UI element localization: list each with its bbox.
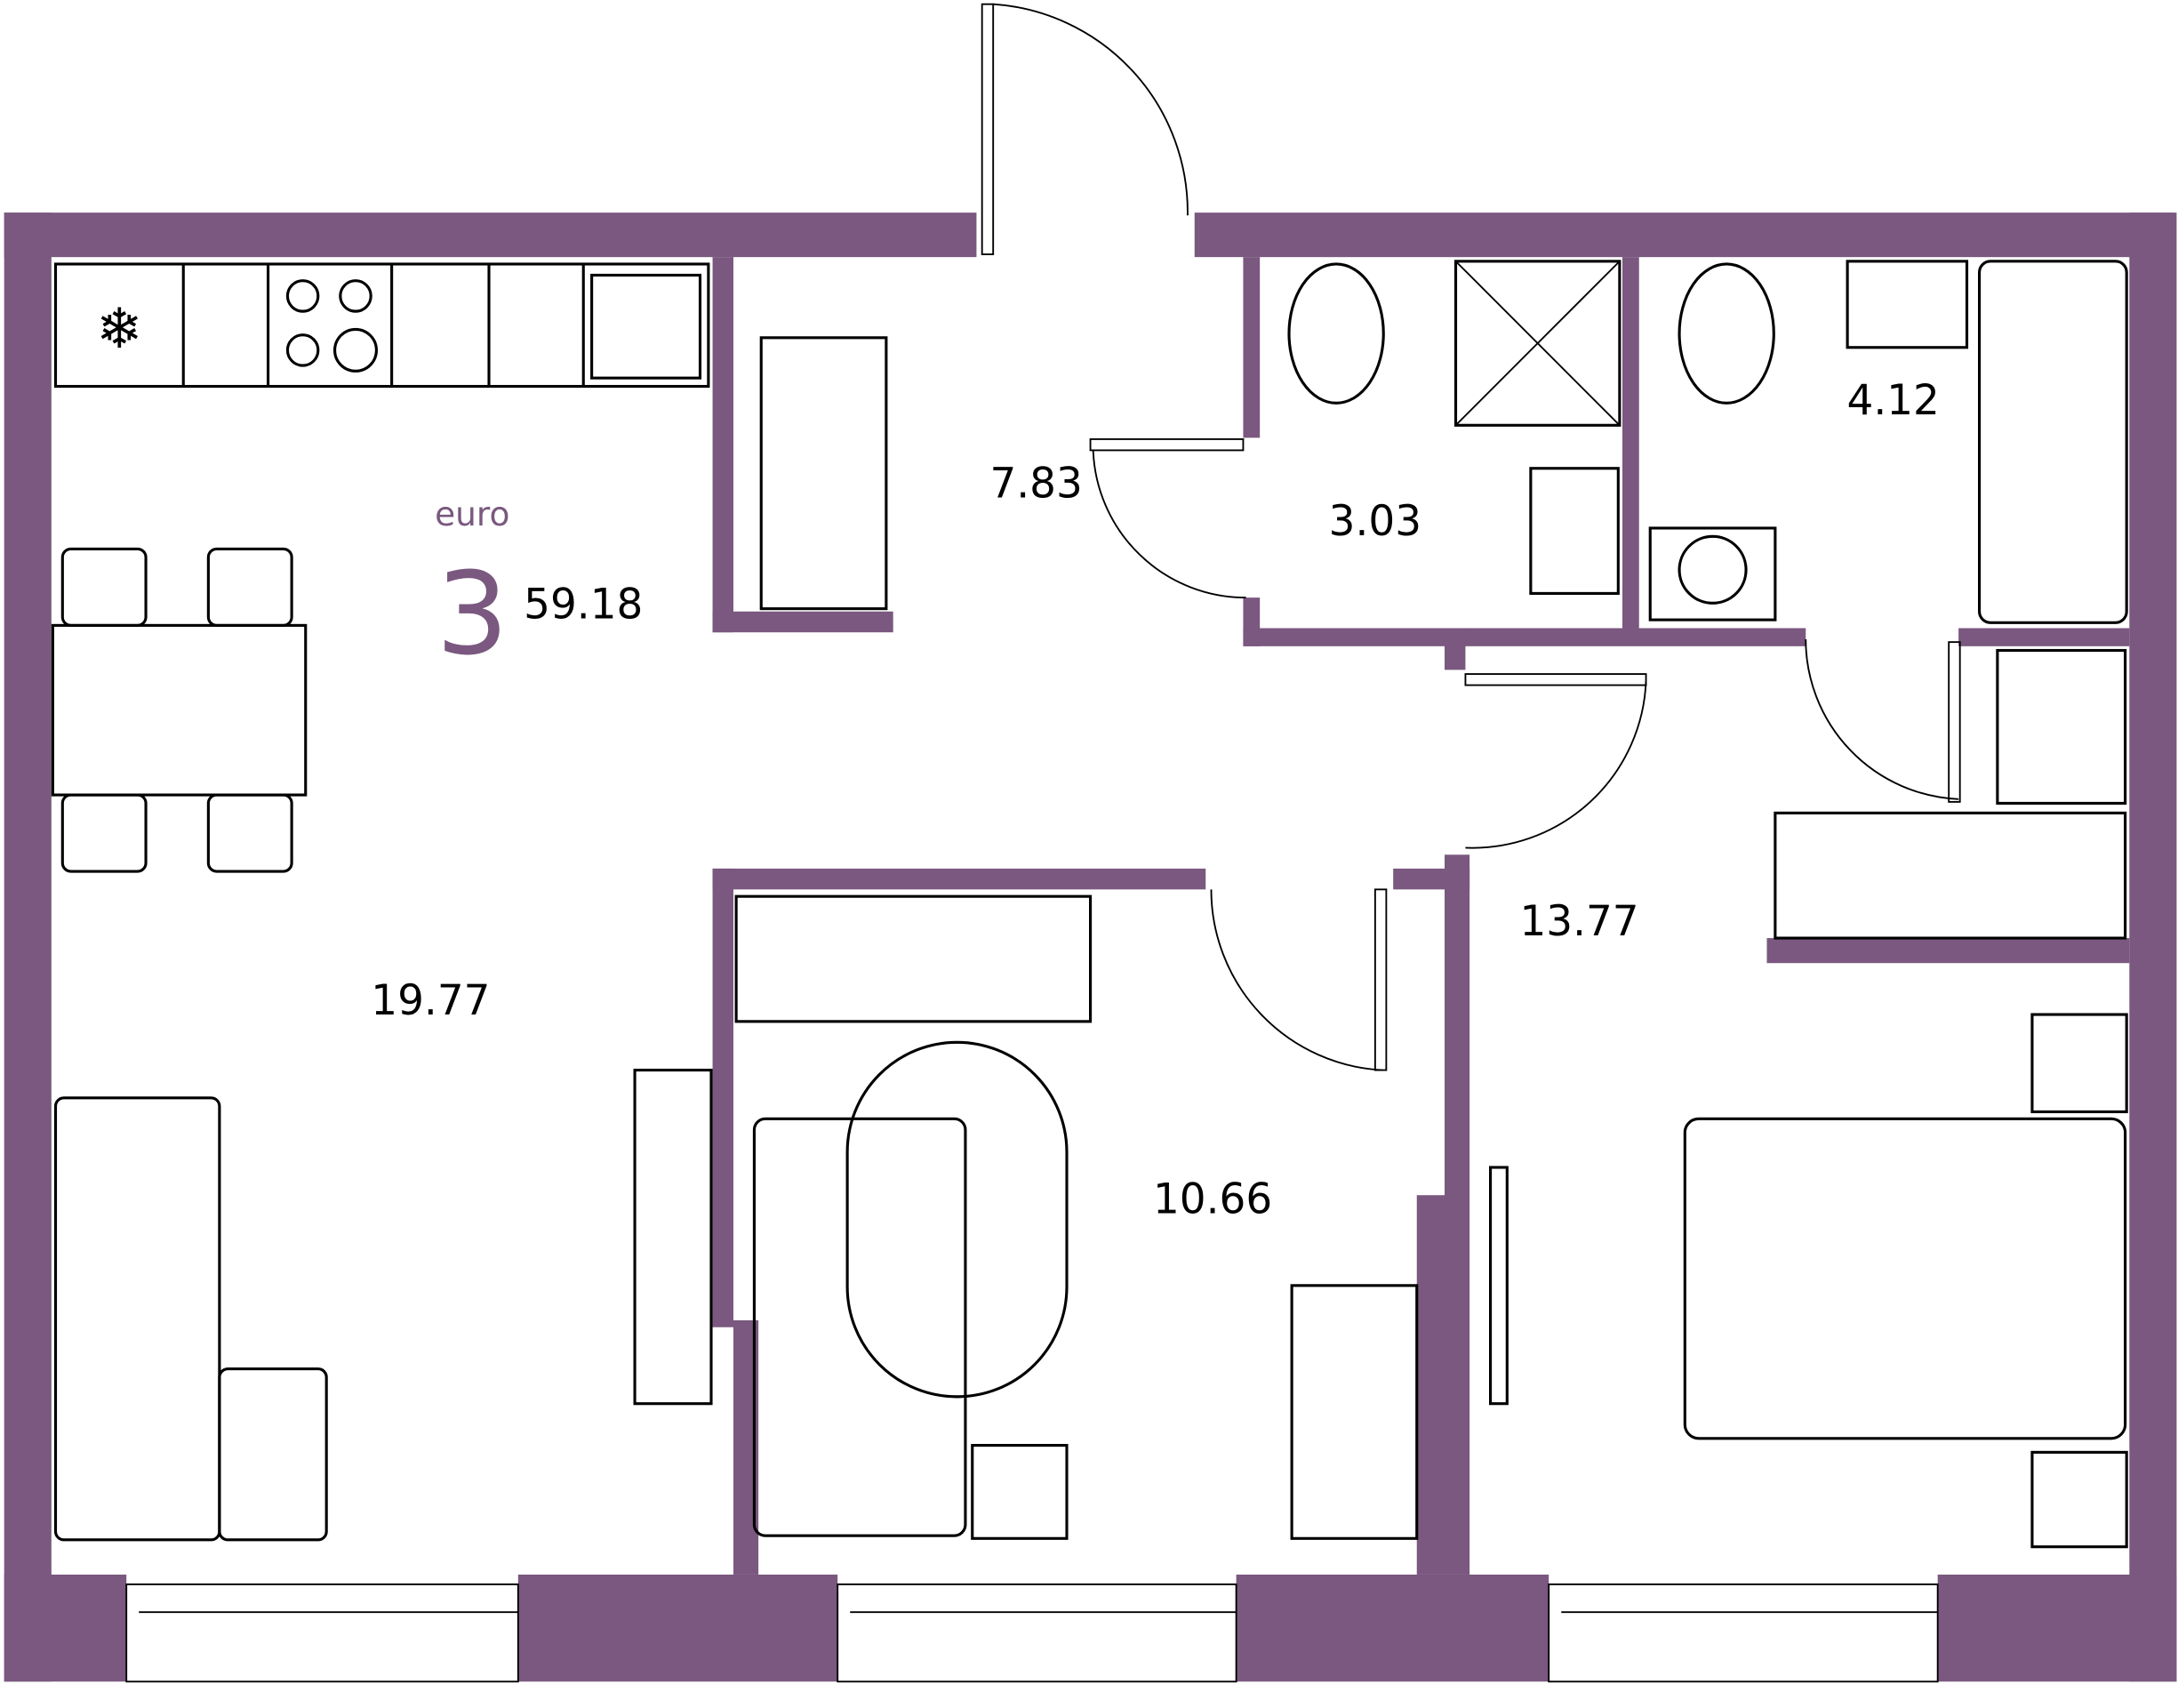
currency-label: euro (435, 494, 509, 533)
kitchen-furniture: ❄ (51, 262, 888, 1542)
room-area-kitchen-living: 19.77 (371, 976, 490, 1025)
bathroom-fixtures (1287, 260, 2128, 624)
labels: euro 3 59.18 19.77 7.83 3.03 4.12 10.66 … (371, 376, 1940, 1224)
bedroom-furniture (734, 648, 2128, 1549)
room-area-bedroom-1: 10.66 (1153, 1175, 1272, 1224)
total-area: 59.18 (524, 581, 643, 629)
windows (125, 1583, 1939, 1683)
fridge-snowflake-icon: ❄ (96, 298, 142, 360)
room-area-hallway: 7.83 (989, 460, 1082, 509)
rooms-count: 3 (436, 549, 508, 681)
room-area-bathroom-2: 4.12 (1847, 376, 1940, 425)
room-area-bathroom-1: 3.03 (1329, 497, 1421, 546)
doors (981, 3, 1961, 1071)
walls (4, 212, 2177, 1682)
room-area-bedroom-2: 13.77 (1519, 897, 1638, 946)
